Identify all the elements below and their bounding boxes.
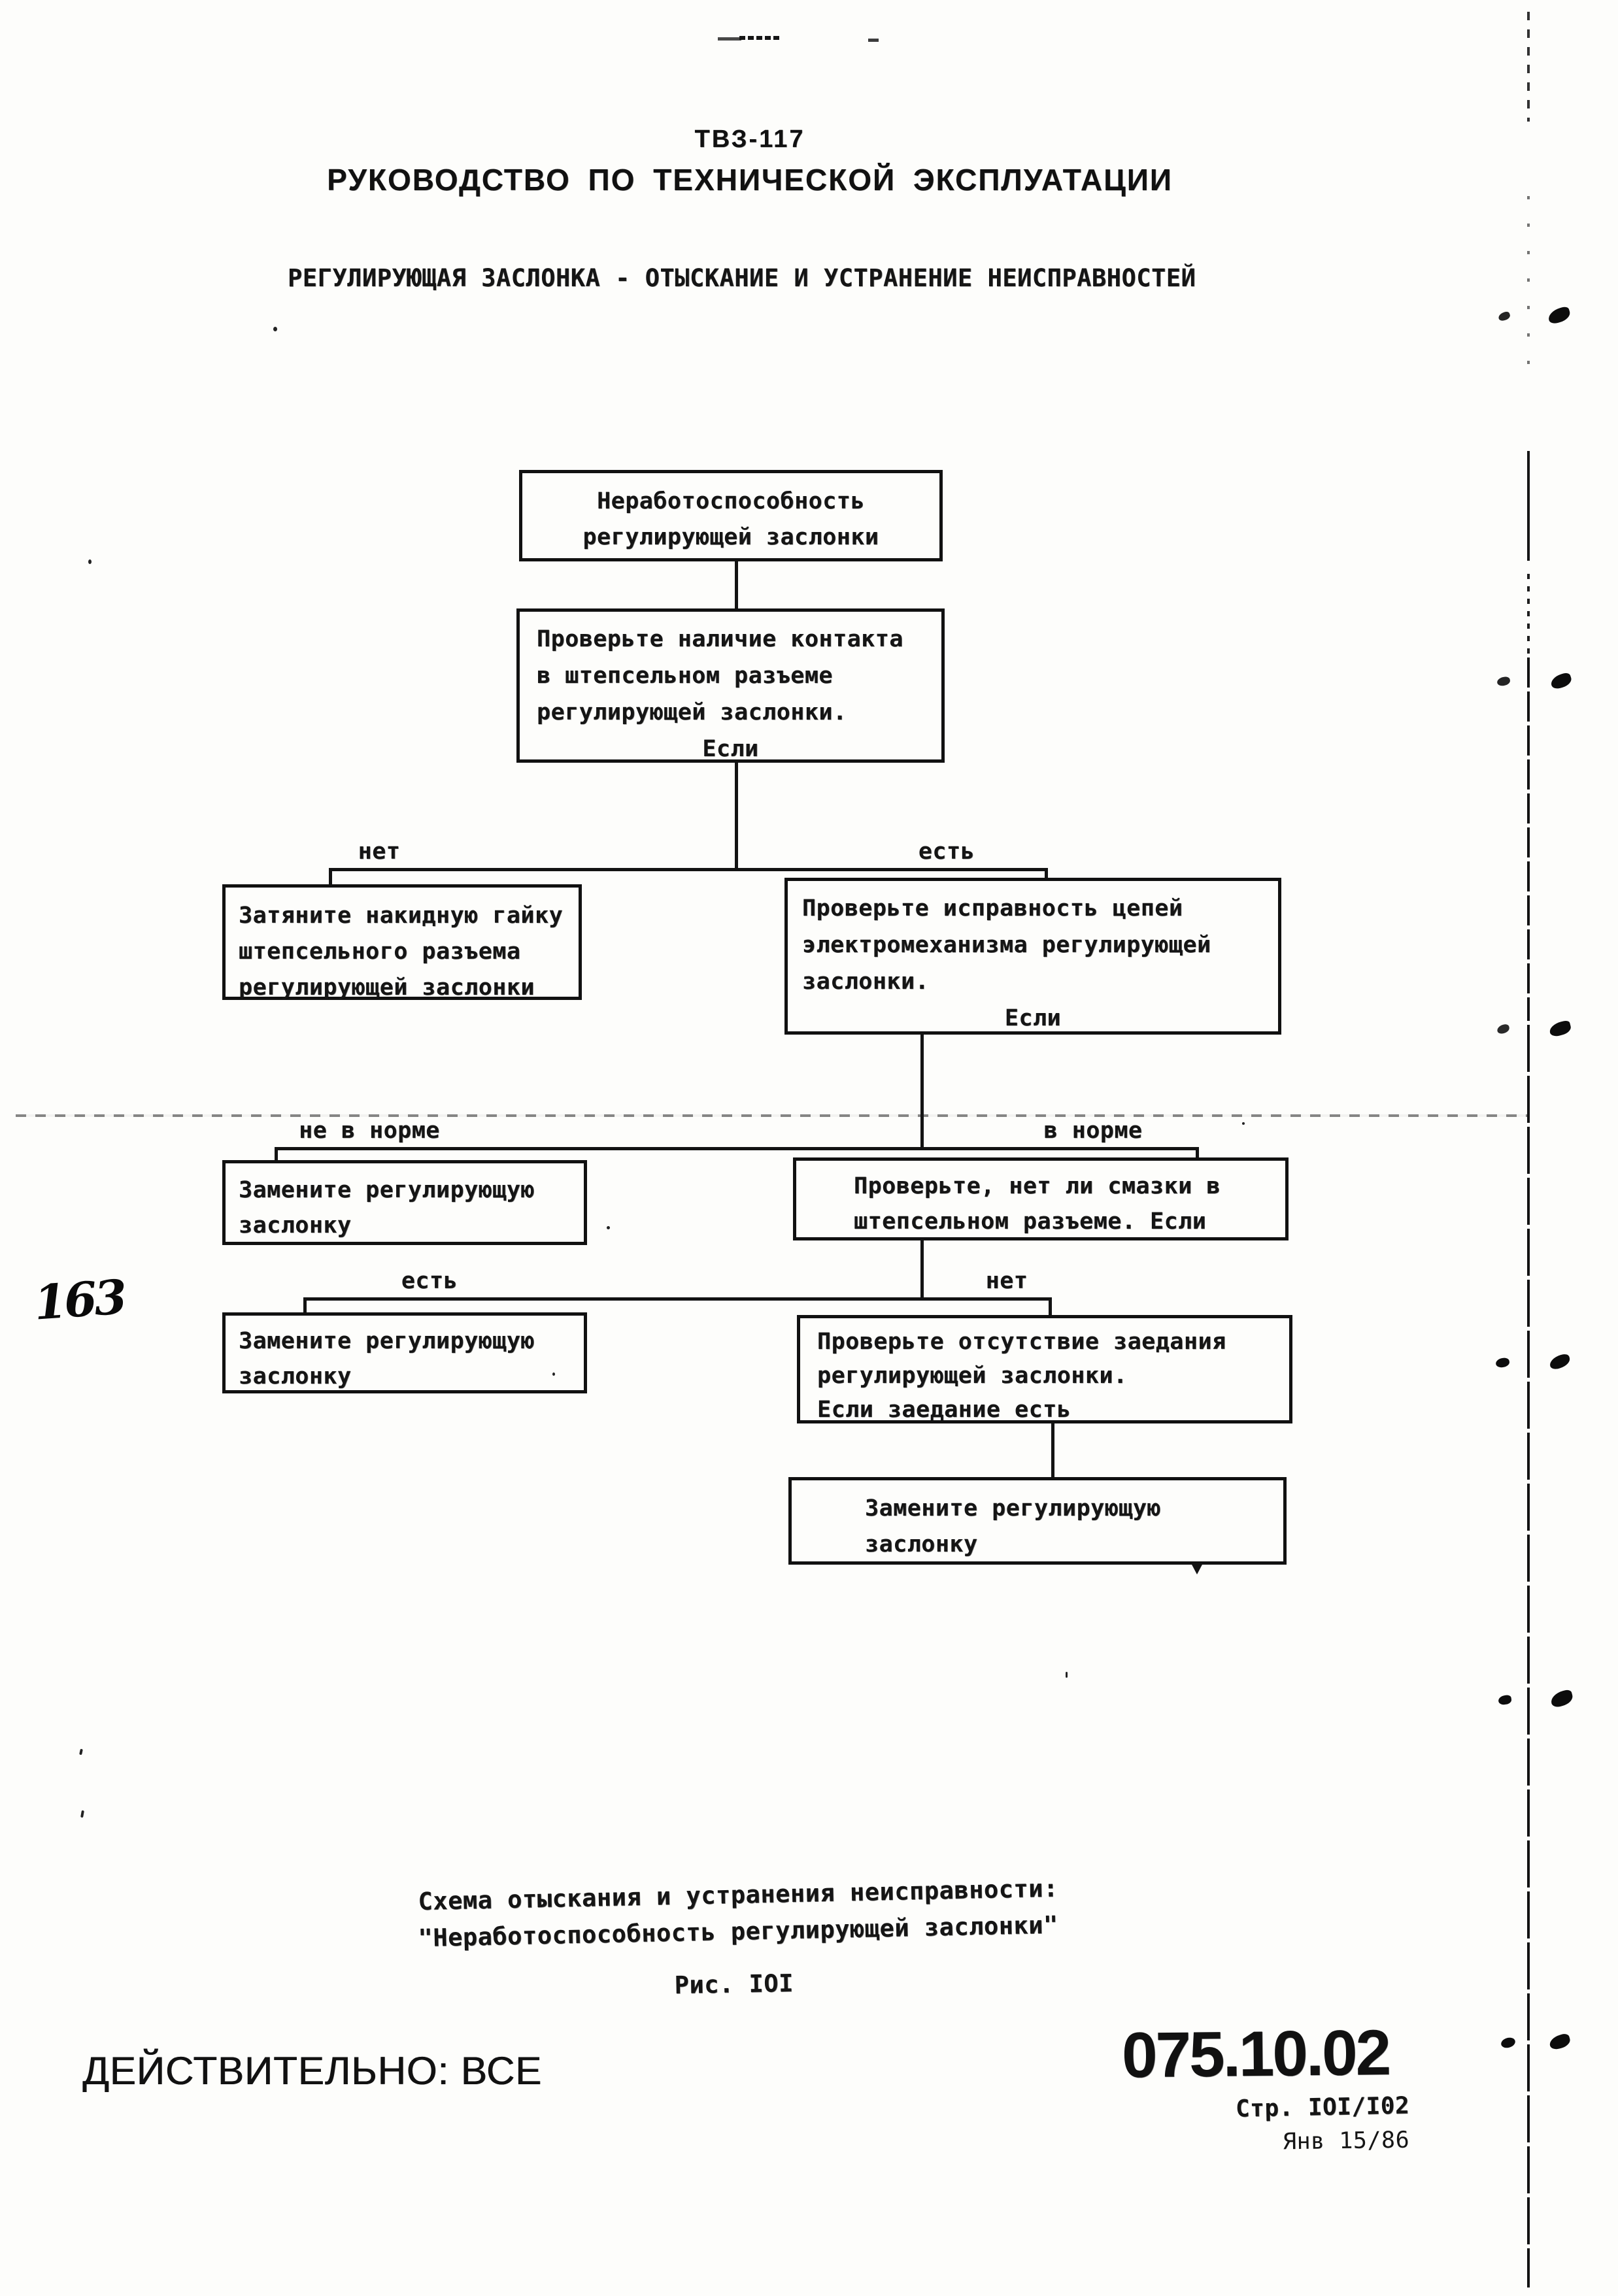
flow-connector <box>1051 1423 1054 1478</box>
flow-node-replace-damper-3: Замените регулирующую заслонку <box>788 1477 1287 1565</box>
ink-blob <box>1547 2032 1572 2052</box>
ink-speck <box>552 1373 555 1376</box>
node-line: Проверьте, нет ли смазки в <box>854 1173 1221 1199</box>
ink-speck <box>79 1748 83 1755</box>
ink-blob <box>1496 676 1511 687</box>
node-line: заслонку <box>865 1531 978 1557</box>
flow-node-check-contact: Проверьте наличие контакта в штепсельном… <box>516 608 945 763</box>
flow-connector <box>920 1035 924 1148</box>
ink-speck <box>273 327 277 331</box>
node-line: заслонки. <box>802 969 930 995</box>
revision-date: Янв 15/86 <box>1282 2127 1410 2155</box>
ink-speck <box>1242 1122 1245 1125</box>
handwritten-page-number: 163 <box>32 1269 127 1331</box>
node-line: Если <box>1004 1005 1062 1031</box>
flow-connector <box>1049 1301 1052 1316</box>
branch-label-yes: есть <box>918 839 975 865</box>
flow-connector <box>303 1301 307 1314</box>
section-title: РЕГУЛИРУЮЩАЯ ЗАСЛОНКА - ОТЫСКАНИЕ И УСТР… <box>288 264 1196 292</box>
node-line: Проверьте исправность цепей <box>802 895 1183 922</box>
flow-node-replace-damper-1: Замените регулирующую заслонку <box>222 1160 587 1245</box>
ink-blob <box>1498 1694 1512 1706</box>
flow-node-tighten-nut: Затяните накидную гайку штепсельного раз… <box>222 884 582 1001</box>
flow-connector <box>275 1150 278 1161</box>
flow-branch-line <box>275 1147 1199 1150</box>
node-line: заслонку <box>239 1212 352 1239</box>
figure-caption-line2: "Неработоспособность регулирующей заслон… <box>418 1910 1059 1952</box>
flow-node-check-circuits: Проверьте исправность цепей электромехан… <box>784 878 1281 1035</box>
node-line: регулирующей заслонки <box>239 974 535 1001</box>
figure-caption-line1: Схема отыскания и устранения неисправнос… <box>418 1874 1059 1916</box>
chapter-code: 075.10.02 <box>1121 2016 1390 2091</box>
ink-blob <box>1547 1352 1572 1371</box>
ink-speck <box>80 1810 84 1818</box>
manual-title: РУКОВОДСТВО ПО ТЕХНИЧЕСКОЙ ЭКСПЛУАТАЦИИ <box>327 163 1173 197</box>
node-line: Проверьте наличие контакта <box>537 626 903 652</box>
branch-label-no: нет <box>985 1268 1028 1294</box>
scan-fold-line <box>16 1114 1527 1117</box>
flow-node-root: Неработоспособность регулирующей заслонк… <box>519 470 943 561</box>
binder-edge-line <box>1527 1025 1530 2288</box>
ink-blob <box>1549 671 1574 691</box>
flow-connector <box>329 871 332 886</box>
node-line: Если заедание есть <box>817 1397 1071 1423</box>
node-line: Проверьте отсутствие заедания <box>817 1329 1226 1355</box>
node-line: Неработоспособность <box>597 488 865 514</box>
binder-edge-line <box>1527 12 1530 122</box>
binder-edge-line <box>1527 196 1530 379</box>
binder-edge-line <box>1527 574 1530 657</box>
flow-node-check-jamming: Проверьте отсутствие заедания регулирующ… <box>797 1315 1292 1423</box>
node-line: регулирующей заслонки <box>582 524 879 550</box>
node-line: штепсельного разъема <box>239 939 521 965</box>
flow-connector <box>1045 871 1048 879</box>
flow-connector <box>735 561 738 610</box>
page-number: Стр. IOI/I02 <box>1235 2092 1410 2123</box>
binder-edge-line <box>1527 657 1530 1021</box>
node-line: в штепсельном разъеме <box>537 663 834 689</box>
branch-label-in-norm: в норме <box>1043 1118 1143 1144</box>
arrowhead-artifact <box>1191 1563 1203 1574</box>
branch-label-out-of-norm: не в норме <box>299 1118 440 1144</box>
node-line: Замените регулирующую <box>865 1495 1162 1522</box>
node-line: Замените регулирующую <box>239 1177 535 1203</box>
scan-scratch <box>718 37 741 41</box>
node-line: Если <box>702 736 759 762</box>
ink-speck <box>607 1226 610 1229</box>
scan-scratch <box>868 39 879 42</box>
flow-node-replace-damper-2: Замените регулирующую заслонку <box>222 1312 587 1393</box>
doc-code: ТВЗ-117 <box>694 125 805 153</box>
ink-blob <box>1494 1357 1511 1369</box>
node-line: Замените регулирующую <box>239 1328 535 1354</box>
binder-edge-line <box>1527 451 1530 561</box>
branch-label-yes: есть <box>401 1268 458 1294</box>
validity-statement: ДЕЙСТВИТЕЛЬНО: ВСЕ <box>82 2049 543 2093</box>
node-line: штепсельном разъеме. Если <box>854 1208 1207 1235</box>
node-line: регулирующей заслонки. <box>537 699 847 725</box>
flow-connector <box>1196 1150 1199 1159</box>
scan-scratch <box>739 36 780 40</box>
ink-blob <box>1549 1688 1575 1709</box>
ink-blob <box>1548 1020 1572 1038</box>
flow-branch-line <box>329 868 1048 871</box>
ink-blob <box>1546 305 1572 325</box>
flow-node-check-grease: Проверьте, нет ли смазки в штепсельном р… <box>793 1157 1289 1240</box>
flow-branch-line <box>303 1297 1052 1301</box>
branch-label-no: нет <box>358 839 401 865</box>
node-line: Затяните накидную гайку <box>239 903 564 929</box>
ink-blob <box>1500 2037 1517 2049</box>
ink-speck <box>1066 1672 1068 1678</box>
node-line: регулирующей заслонки. <box>817 1363 1128 1389</box>
node-line: электромеханизма регулирующей <box>802 932 1211 958</box>
ink-blob <box>1496 1023 1511 1035</box>
ink-blob <box>1497 310 1511 322</box>
flow-connector <box>735 763 738 869</box>
ink-speck <box>88 559 92 564</box>
node-line: заслонку <box>239 1363 352 1389</box>
flow-connector <box>920 1240 924 1298</box>
figure-number: Рис. IOI <box>674 1969 794 1999</box>
